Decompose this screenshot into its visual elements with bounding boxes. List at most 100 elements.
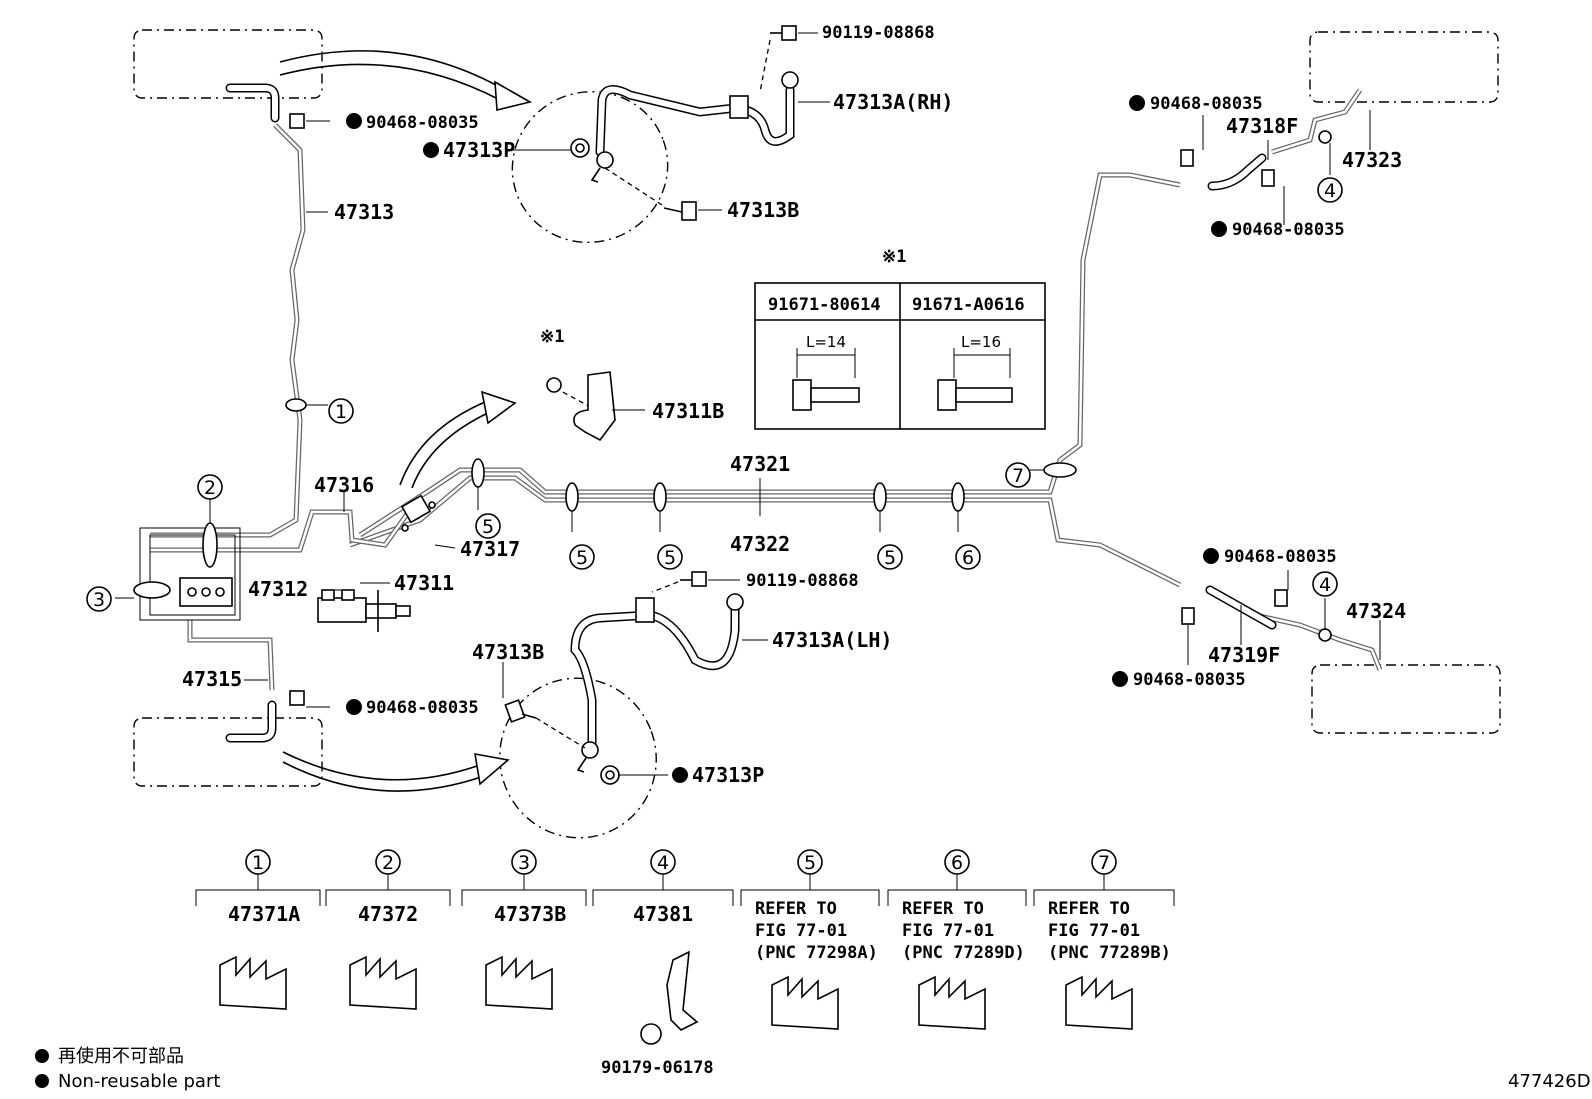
callout-5-a: 5 — [475, 513, 501, 539]
legend-clamp-icon — [349, 955, 417, 1010]
bolt-90119-top — [770, 25, 797, 41]
legend-part-number: 47373B — [494, 902, 566, 926]
caliper-area-lh — [499, 677, 657, 839]
wheel-area-front-left — [133, 29, 323, 99]
legend-refer-line-1: REFER TO — [1048, 899, 1130, 919]
svg-text:7: 7 — [1012, 465, 1024, 487]
hose-47313a-lh — [570, 593, 744, 750]
bolt-90119-mid — [680, 571, 707, 587]
nonreusable-mark — [1203, 548, 1219, 564]
callout-1: 1 — [328, 398, 354, 424]
caliper-area-rh — [511, 90, 669, 244]
callout-5-c: 5 — [657, 544, 683, 570]
footnote-jp: 再使用不可部品 — [58, 1046, 184, 1067]
nonreusable-mark — [423, 142, 439, 158]
bolt-table — [754, 282, 1046, 430]
legend-number: 1 — [252, 852, 264, 874]
clamp-2 — [202, 522, 218, 568]
footnote-bullet — [35, 1049, 49, 1063]
hose-rear-left — [225, 700, 277, 743]
label-clip-tr2: 90468-08035 — [1232, 220, 1345, 240]
svg-text:5: 5 — [482, 516, 494, 538]
callout-3: 3 — [86, 586, 112, 612]
clip-tl — [289, 113, 305, 129]
fastener-line-2 — [604, 167, 663, 206]
legend-row: 147371A247372347373B44738190179-061785RE… — [195, 849, 1175, 1078]
legend-bracket — [195, 889, 321, 906]
clamp-6 — [951, 482, 965, 512]
clamp-5-d — [873, 482, 887, 512]
tube-47313-path — [150, 123, 306, 538]
label-clip-tr1: 90468-08035 — [1150, 94, 1263, 114]
fastener-line-3 — [535, 717, 586, 749]
label-tube-47317: 47317 — [460, 537, 520, 561]
clamp-5-b — [565, 482, 579, 512]
legend-refer-line-2: FIG 77-01 — [902, 921, 994, 941]
legend-bracket — [1033, 889, 1175, 906]
bolt-47313b-lh — [504, 699, 537, 723]
label-bolt-top: 90119-08868 — [822, 23, 935, 43]
label-tube-47312: 47312 — [248, 577, 308, 601]
bolt-drawing-a — [792, 348, 860, 411]
label-clip-br2: 90468-08035 — [1133, 670, 1246, 690]
arrow-to-rh-caliper — [279, 50, 533, 112]
pin-47313p-rh — [570, 138, 590, 158]
legend-bracket — [740, 889, 880, 906]
legend-clamp-icon — [485, 955, 553, 1010]
callout-4-bottom: 4 — [1312, 571, 1338, 597]
tube-47315-path — [187, 620, 275, 691]
bolt-drawing-b — [937, 348, 1013, 411]
label-pin-lh: 47313P — [692, 763, 764, 787]
wheel-area-rear-right — [1311, 664, 1501, 734]
label-bolt-lh: 47313B — [472, 640, 544, 664]
nonreusable-mark — [346, 699, 362, 715]
label-tube-47315: 47315 — [182, 667, 242, 691]
legend-part-number: 47372 — [358, 902, 418, 926]
tube-47324-path — [1254, 612, 1383, 671]
legend-refer-line-2: FIG 77-01 — [1048, 921, 1140, 941]
label-bolt-a: 91671-80614 — [768, 295, 881, 315]
svg-text:5: 5 — [576, 547, 588, 569]
clamp-3 — [133, 581, 171, 599]
tube-47323-path — [1271, 88, 1363, 155]
legend-refer-line-1: REFER TO — [902, 899, 984, 919]
arrow-to-bracket — [399, 390, 517, 489]
note-mark-bracket: ※1 — [540, 327, 564, 347]
legend-bracket — [887, 889, 1027, 906]
clamp-1 — [285, 398, 307, 412]
callout-2: 2 — [197, 474, 223, 500]
label-clip-br1: 90468-08035 — [1224, 547, 1337, 567]
junction-47317 — [400, 494, 436, 532]
legend-clamp-icon — [918, 975, 986, 1030]
label-bolt-rh: 47313B — [727, 198, 799, 222]
footnote-bullet — [35, 1074, 49, 1088]
abs-actuator — [139, 527, 241, 621]
callout-5-b: 5 — [569, 544, 595, 570]
banjo-lh — [576, 741, 599, 773]
legend-refer-line-3: (PNC 77289B) — [1048, 943, 1171, 963]
callout-6: 6 — [955, 544, 981, 570]
clip-br1 — [1274, 589, 1288, 607]
svg-text:5: 5 — [884, 547, 896, 569]
footnote-en: Non-reusable part — [58, 1071, 220, 1092]
svg-text:6: 6 — [962, 547, 974, 569]
label-hose-lh: 47313A(LH) — [772, 628, 892, 652]
svg-text:1: 1 — [335, 401, 347, 423]
legend-part-number: 47381 — [633, 902, 693, 926]
label-len-b: L=16 — [961, 333, 1001, 351]
svg-text:5: 5 — [664, 547, 676, 569]
legend-refer-line-1: REFER TO — [755, 899, 837, 919]
clip-br2 — [1181, 607, 1195, 625]
callout-4-top: 4 — [1317, 177, 1343, 203]
legend-bracket — [592, 889, 734, 906]
leader-lines — [115, 32, 1381, 776]
legend-refer-line-3: (PNC 77289D) — [902, 943, 1025, 963]
legend-number: 6 — [951, 852, 963, 874]
nut-icon — [640, 1023, 662, 1045]
legend-bracket — [325, 889, 451, 906]
